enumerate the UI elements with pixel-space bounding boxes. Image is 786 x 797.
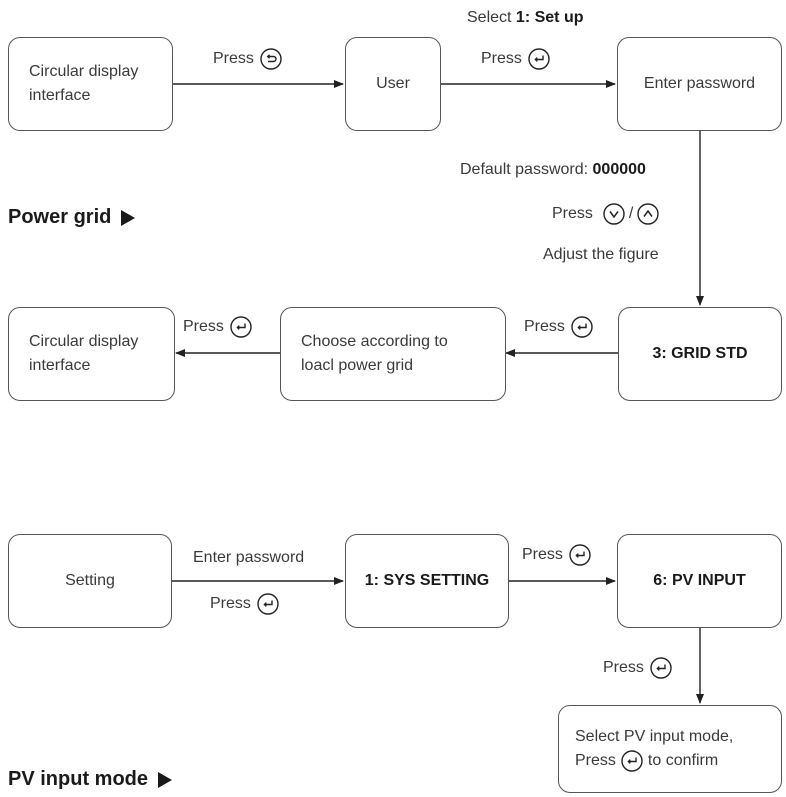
box-select-pv-mode: Select PV input mode, Press to confirm <box>558 705 782 793</box>
label-press-sys: Press <box>522 544 591 566</box>
play-arrow-icon <box>158 771 172 788</box>
box-pv-input: 6: PV INPUT <box>617 534 782 628</box>
slash-separator: / <box>628 205 634 222</box>
label-text: Press <box>183 318 224 335</box>
down-icon <box>603 203 625 225</box>
enter-icon <box>569 544 591 566</box>
enter-icon <box>528 48 550 70</box>
box-enter-password: Enter password <box>617 37 782 131</box>
enter-icon <box>621 750 643 772</box>
select-mode-line: Select PV input mode, <box>575 728 734 745</box>
label-press-grid: Press <box>524 316 593 338</box>
label-text: Press <box>210 595 251 612</box>
enter-icon <box>257 593 279 615</box>
label-press-pv: Press <box>603 657 672 679</box>
box-user: User <box>345 37 441 131</box>
label-text: Press <box>552 205 593 222</box>
box-circular-display: Circular display interface <box>8 37 173 131</box>
enter-icon <box>230 316 252 338</box>
label-default-password: Default password: 000000 <box>460 160 646 180</box>
label-select-text: Select <box>467 9 516 26</box>
label-press-setting: Press <box>210 593 279 615</box>
label-press-enter-top: Press <box>481 48 550 70</box>
default-password-text: Default password: <box>460 161 593 178</box>
play-arrow-icon <box>121 209 136 226</box>
label-text: Press <box>213 50 254 67</box>
label-press-updown: Press / <box>552 203 660 225</box>
confirm-line: Press to confirm <box>575 749 718 773</box>
confirm-text: to confirm <box>647 752 719 769</box>
label-text: Press <box>522 546 563 563</box>
enter-icon <box>571 316 593 338</box>
box-sys-setting: 1: SYS SETTING <box>345 534 509 628</box>
label-select-setup: Select 1: Set up <box>467 8 583 28</box>
section-power-grid: Power grid <box>8 206 136 229</box>
back-icon <box>260 48 282 70</box>
default-password-value: 000000 <box>592 161 646 178</box>
label-press-back: Press <box>213 48 282 70</box>
box-circular-display-return: Circular display interface <box>8 307 175 401</box>
box-setting: Setting <box>8 534 172 628</box>
confirm-press-text: Press <box>575 752 616 769</box>
label-press-choose: Press <box>183 316 252 338</box>
label-text: Press <box>524 318 565 335</box>
label-select-bold: 1: Set up <box>515 9 584 26</box>
label-text: Press <box>481 50 522 67</box>
label-adjust-figure: Adjust the figure <box>543 246 659 263</box>
box-grid-std: 3: GRID STD <box>618 307 782 401</box>
label-text: Press <box>603 659 644 676</box>
section-title: Power grid <box>8 206 112 228</box>
up-icon <box>637 203 660 225</box>
enter-icon <box>650 657 672 679</box>
box-choose-power-grid: Choose according to loacl power grid <box>280 307 506 401</box>
label-enter-password: Enter password <box>193 549 305 566</box>
section-pv-input-mode: PV input mode <box>8 768 172 791</box>
section-title: PV input mode <box>8 768 148 790</box>
